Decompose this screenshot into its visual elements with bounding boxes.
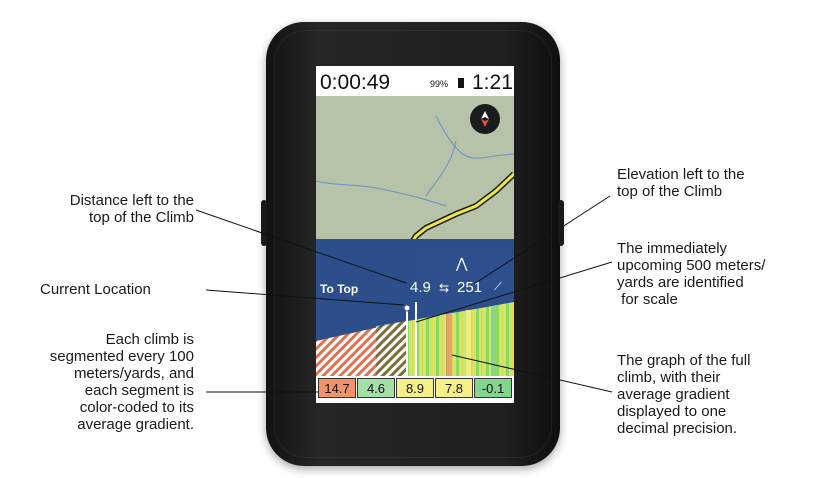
annotation-line: The immediately bbox=[617, 240, 728, 257]
annotation-line: average gradient. bbox=[77, 416, 194, 433]
annotation-line: displayed to one bbox=[617, 403, 727, 420]
annotation-line: for scale bbox=[617, 291, 678, 308]
status-bar: 0:00:49 99% 1:21 bbox=[316, 66, 514, 96]
distance-arrows-icon: ⇆ bbox=[439, 281, 450, 295]
annotation-current-location: Current Location bbox=[40, 281, 151, 298]
annotation-line: meters/yards, and bbox=[73, 365, 194, 382]
annotation-line: color-coded to its bbox=[79, 399, 194, 416]
upcoming-climb-graph bbox=[408, 302, 514, 376]
clock-time: 1:21 bbox=[472, 71, 513, 94]
climb-summary-box bbox=[416, 252, 514, 288]
annotation-line: climb, with their bbox=[617, 369, 721, 386]
annotation-graph: The graph of the full climb, with their … bbox=[617, 352, 750, 437]
annotation-line: upcoming 500 meters/ bbox=[617, 257, 766, 274]
battery-icon bbox=[458, 78, 464, 88]
compass-icon[interactable] bbox=[470, 104, 500, 134]
annotation-line: Each climb is bbox=[105, 331, 194, 348]
leader-line-elevation bbox=[473, 195, 611, 285]
annotation-line: each segment is bbox=[84, 382, 194, 399]
device-screen: 0:00:49 99% 1:21 ⋀ bbox=[316, 66, 514, 403]
to-top-label: To Top bbox=[320, 282, 359, 296]
annotation-line: decimal precision. bbox=[617, 420, 738, 437]
map-stream bbox=[435, 115, 514, 159]
distance-left-value: 4.9 bbox=[410, 279, 431, 296]
map-stream bbox=[425, 140, 457, 197]
annotation-line: yards are identified bbox=[617, 274, 744, 291]
route-line bbox=[409, 172, 514, 245]
annotation-segments: Each climb is segmented every 100 meters… bbox=[50, 331, 194, 433]
right-side-button[interactable] bbox=[558, 200, 564, 246]
current-location-marker bbox=[403, 304, 411, 312]
annotation-line: average gradient bbox=[617, 386, 730, 403]
left-side-button[interactable] bbox=[261, 200, 267, 246]
mountain-icon: ⋀ bbox=[456, 255, 468, 271]
gradient-cell: -0.1 bbox=[474, 378, 512, 398]
gradient-cell: 14.7 bbox=[318, 378, 356, 398]
gradient-row: 14.7 4.6 8.9 7.8 -0.1 bbox=[316, 376, 514, 403]
gradient-cell: 8.9 bbox=[396, 378, 434, 398]
gradient-cell: 7.8 bbox=[435, 378, 473, 398]
elevation-slope-icon: ⟋ bbox=[494, 281, 502, 293]
annotation-line: Distance left to the bbox=[69, 192, 194, 209]
annotation-upcoming: The immediately upcoming 500 meters/ yar… bbox=[617, 240, 765, 308]
leader-line-current-location bbox=[205, 289, 405, 306]
leader-line-graph bbox=[451, 354, 613, 393]
climb-profile-graph bbox=[316, 296, 514, 376]
annotation-line: top of the Climb bbox=[617, 183, 723, 200]
leader-line-distance bbox=[195, 209, 407, 284]
leader-line-upcoming bbox=[415, 261, 613, 323]
annotation-line: segmented every 100 bbox=[49, 348, 194, 365]
past-climb-segment bbox=[376, 321, 408, 376]
annotation-line: The graph of the full bbox=[617, 352, 751, 369]
annotation-line: top of the Climb bbox=[88, 209, 194, 226]
annotation-distance: Distance left to the top of the Climb bbox=[70, 192, 194, 226]
annotation-elevation: Elevation left to the top of the Climb bbox=[617, 166, 745, 200]
battery-level: 99% bbox=[430, 79, 449, 89]
annotation-line: Elevation left to the bbox=[617, 166, 745, 183]
gradient-cell: 4.6 bbox=[357, 378, 395, 398]
ride-timer: 0:00:49 bbox=[320, 71, 391, 94]
map-stream bbox=[316, 180, 447, 207]
